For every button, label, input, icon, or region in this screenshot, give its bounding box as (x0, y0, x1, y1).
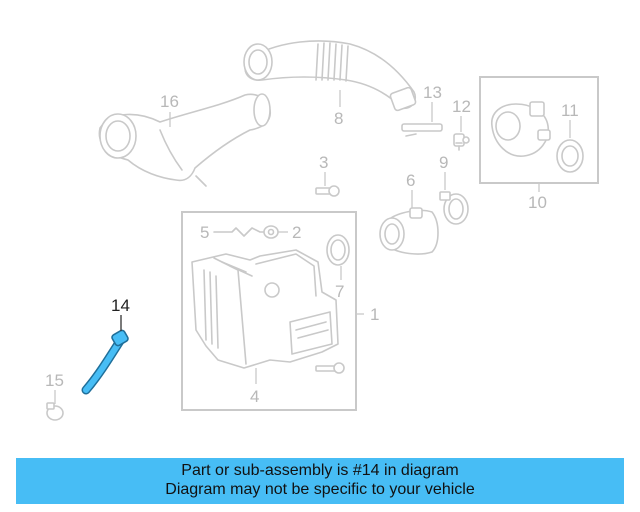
part-9-hose-clamp[interactable] (439, 191, 469, 225)
part-16-intake-duct[interactable] (98, 93, 272, 187)
callout-4: 4 (250, 387, 259, 406)
callout-8: 8 (334, 109, 343, 128)
callout-10: 10 (528, 193, 547, 212)
callout-16: 16 (160, 92, 179, 111)
callout-1: 1 (370, 305, 379, 324)
callout-13: 13 (423, 83, 442, 102)
callout-11: 11 (561, 101, 579, 120)
callout-9: 9 (439, 153, 448, 172)
info-banner: Part or sub-assembly is #14 in diagram D… (16, 458, 624, 504)
part-12-bolt[interactable] (453, 133, 470, 151)
banner-line-1: Part or sub-assembly is #14 in diagram (181, 462, 459, 479)
callout-14: 14 (111, 296, 130, 315)
callout-15: 15 (45, 371, 64, 390)
callout-3: 3 (319, 153, 328, 172)
part-8-bellows-hose[interactable] (243, 40, 417, 112)
callout-12: 12 (452, 97, 471, 116)
part-7-seal[interactable] (326, 234, 350, 266)
part-6-airflow-sensor[interactable] (379, 207, 439, 255)
housing-screw[interactable] (315, 362, 345, 374)
part-15-clamp[interactable] (46, 402, 64, 421)
part-4-air-filter-housing[interactable] (191, 249, 339, 369)
part-13-bracket[interactable] (401, 123, 443, 137)
group-box-1 (181, 211, 357, 411)
part-10-throttle-assembly[interactable] (491, 101, 551, 157)
part-11-seal-ring[interactable] (556, 139, 584, 173)
callout-6: 6 (406, 171, 415, 190)
part-3-screw[interactable] (315, 185, 340, 197)
callout-5: 5 (200, 223, 209, 242)
part-2-grommet[interactable] (263, 225, 279, 239)
banner-line-2: Diagram may not be specific to your vehi… (165, 481, 475, 498)
part-5-rod[interactable] (213, 227, 265, 237)
part-14-hose[interactable] (81, 329, 129, 395)
callout-7: 7 (335, 282, 344, 301)
callout-2: 2 (292, 223, 301, 242)
